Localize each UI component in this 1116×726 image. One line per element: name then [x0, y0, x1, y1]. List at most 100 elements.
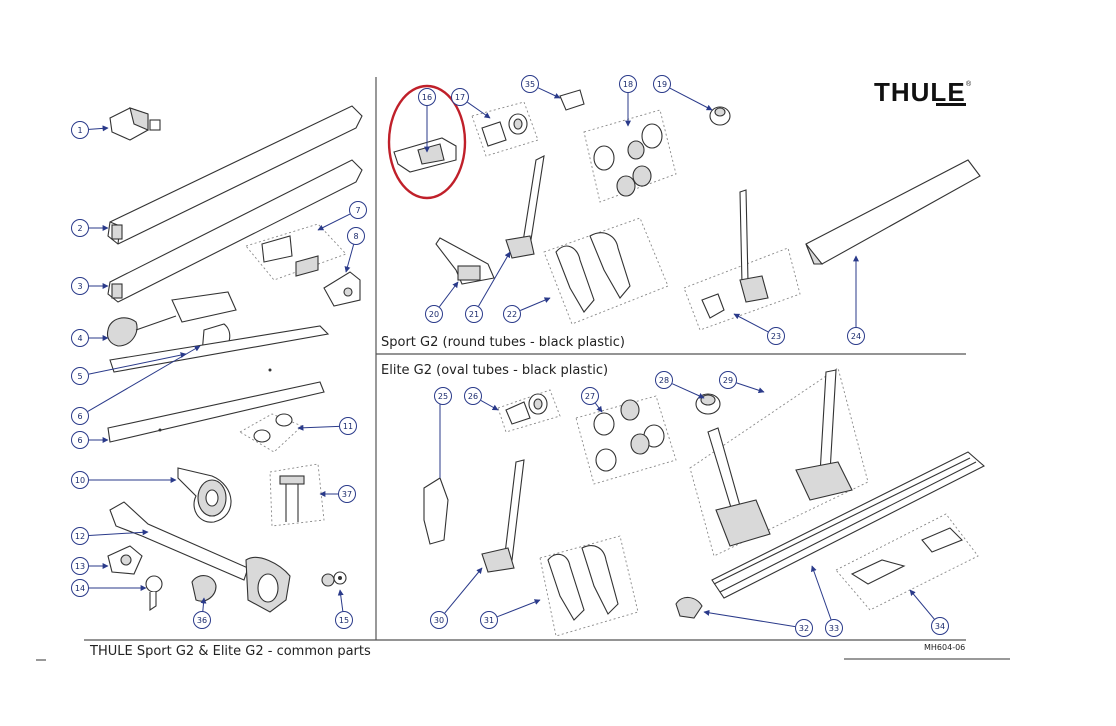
callout-leader — [478, 251, 511, 307]
callout-17: 17 — [451, 88, 491, 119]
part-11-drawing — [239, 413, 303, 453]
footer-title: THULE Sport G2 & Elite G2 - common parts — [89, 644, 371, 659]
callout-21: 21 — [465, 251, 511, 323]
part-25-drawing — [423, 400, 449, 545]
part-23-drawing — [683, 189, 801, 331]
part-17-drawing — [471, 101, 539, 157]
callout-35: 35 — [521, 75, 561, 99]
callout-number: 17 — [455, 93, 465, 102]
callout-circle — [71, 277, 89, 295]
callout-22: 22 — [503, 297, 551, 323]
callout-number: 6 — [77, 436, 82, 445]
callout-circle — [425, 305, 443, 323]
callout-18: 18 — [619, 75, 637, 127]
callout-circle — [71, 367, 89, 385]
callout-37: 37 — [319, 485, 356, 503]
callout-number: 1 — [77, 126, 82, 135]
part-8-drawing — [323, 271, 361, 307]
callout-leader — [537, 87, 561, 99]
callout-leader — [736, 382, 765, 394]
callout-leader — [317, 213, 351, 231]
callout-number: 6 — [77, 412, 82, 421]
callout-leader — [88, 529, 149, 536]
section-title-sport: Sport G2 (round tubes - black plastic) — [381, 335, 625, 350]
callout-19: 19 — [653, 75, 713, 111]
callout-leader — [480, 399, 499, 411]
part-2-drawing — [107, 105, 363, 245]
callout-circle — [339, 417, 357, 435]
callout-leader — [520, 297, 551, 311]
thule-logo: THULE ® — [874, 77, 972, 107]
callout-leader — [87, 345, 201, 412]
callout-circle — [767, 327, 785, 345]
callout-number: 33 — [829, 624, 839, 633]
callout-12: 12 — [71, 527, 149, 545]
callout-number: 12 — [75, 532, 85, 541]
part-14-drawing — [145, 575, 163, 612]
part-7-drawing — [245, 223, 347, 281]
part-18-drawing — [583, 109, 677, 203]
part-24-drawing — [805, 159, 981, 265]
callout-circle — [465, 305, 483, 323]
callout-leader — [497, 599, 541, 618]
callout-4: 4 — [71, 329, 109, 347]
callout-circle — [347, 227, 365, 245]
callout-10: 10 — [71, 471, 177, 489]
part-27-drawing — [575, 395, 677, 485]
callout-number: 18 — [623, 80, 633, 89]
callout-number: 10 — [75, 476, 85, 485]
callout-number: 26 — [468, 392, 478, 401]
callout-circle — [655, 371, 673, 389]
callout-number: 30 — [434, 616, 444, 625]
part-30-drawing — [481, 459, 525, 573]
callout-number: 37 — [342, 490, 352, 499]
callout-29: 29 — [719, 371, 765, 394]
callout-number: 23 — [771, 332, 781, 341]
callout-number: 2 — [77, 224, 82, 233]
callout-number: 29 — [723, 376, 733, 385]
callout-number: 19 — [657, 80, 667, 89]
callout-number: 34 — [935, 622, 945, 631]
callout-circle — [335, 611, 353, 629]
callout-15: 15 — [335, 589, 353, 629]
callout-circle — [931, 617, 949, 635]
drawing-code: MH604-06 — [924, 643, 965, 652]
callout-number: 21 — [469, 310, 479, 319]
callout-number: 36 — [197, 616, 207, 625]
callout-number: 3 — [77, 282, 82, 291]
callout-leader — [672, 383, 705, 399]
callout-circle — [847, 327, 865, 345]
part-31-drawing — [539, 535, 639, 637]
part-13-drawing — [107, 545, 143, 575]
callout-circle — [193, 611, 211, 629]
callout-leader — [88, 125, 109, 132]
callout-number: 31 — [484, 616, 494, 625]
part-12-drawing — [109, 501, 291, 613]
callout-1: 1 — [71, 121, 109, 139]
callout-leader — [344, 244, 355, 273]
callout-circle — [71, 329, 89, 347]
callout-34: 34 — [909, 589, 949, 635]
callout-circle — [349, 201, 367, 219]
callout-number: 20 — [429, 310, 439, 319]
part-35-drawing — [559, 89, 585, 111]
callout-number: 25 — [438, 392, 448, 401]
callout-24: 24 — [847, 255, 865, 345]
callout-number: 5 — [77, 372, 82, 381]
callout-31: 31 — [480, 599, 541, 629]
callout-number: 14 — [75, 584, 85, 593]
callout-circle — [430, 611, 448, 629]
brand-reg-mark: ® — [966, 80, 972, 88]
brand-name: THULE — [874, 77, 966, 107]
part-32-drawing — [675, 596, 703, 619]
callout-circle — [71, 579, 89, 597]
callout-number: 22 — [507, 310, 517, 319]
callout-circle — [71, 471, 89, 489]
callout-circle — [71, 557, 89, 575]
part-6-drawing — [107, 325, 330, 443]
part-29-drawing — [689, 367, 869, 557]
callout-circle — [338, 485, 356, 503]
callout-circle — [503, 305, 521, 323]
part-34-drawing — [835, 513, 979, 611]
